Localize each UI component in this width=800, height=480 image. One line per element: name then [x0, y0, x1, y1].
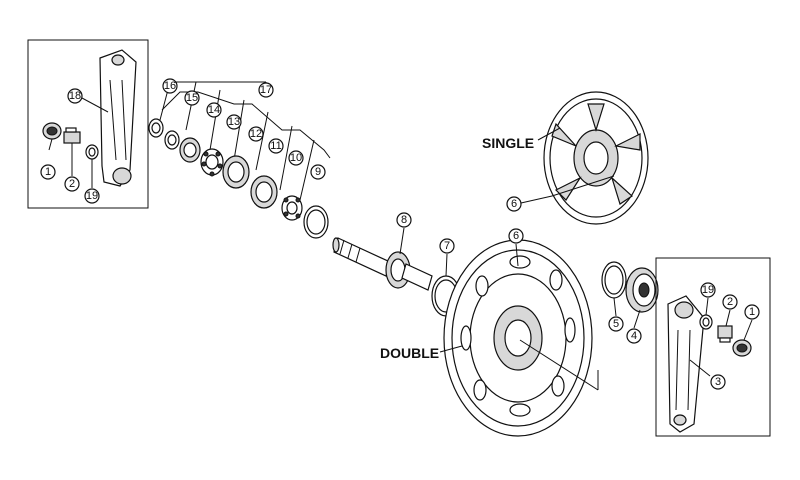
left-crank-bolt	[63, 127, 81, 144]
callout-right-1-text: 1	[749, 306, 755, 318]
callout-5	[608, 316, 624, 332]
callout-8-text: 8	[401, 214, 407, 226]
callout-8	[396, 212, 412, 228]
callout-7-text: 7	[444, 240, 450, 252]
callout-6-single	[506, 196, 522, 212]
part-5-ring	[601, 261, 627, 299]
callout-left-18	[67, 88, 83, 104]
part-14-adjustable-cup	[179, 137, 201, 163]
callout-16-text: 16	[164, 80, 176, 92]
callout-10	[288, 150, 304, 166]
part-13-bearing	[200, 148, 224, 177]
part-11-cup	[250, 175, 278, 209]
callout-left-19	[84, 188, 100, 204]
part-6-single-chainring	[543, 91, 649, 225]
callout-6-double-text: 6	[513, 230, 519, 242]
right-washer	[699, 314, 713, 330]
callout-12-text: 12	[250, 128, 262, 140]
callout-right-2-text: 2	[727, 296, 733, 308]
part-10-bearing	[281, 195, 303, 221]
callout-14-text: 14	[208, 104, 220, 116]
callout-12	[248, 126, 264, 142]
right-crank-bolt	[717, 325, 733, 343]
left-washer	[85, 144, 99, 160]
right-crank-arm	[667, 295, 705, 433]
callout-right-19-text: 19	[702, 284, 714, 296]
part-4-cup	[625, 267, 659, 313]
callout-13	[226, 114, 242, 130]
callout-16	[162, 78, 178, 94]
callout-7	[439, 238, 455, 254]
callout-11	[268, 138, 284, 154]
callout-3-text: 3	[715, 376, 721, 388]
callout-left-1	[40, 164, 56, 180]
callout-17-text: 17	[260, 84, 272, 96]
left-dust-cap	[42, 122, 62, 140]
callout-4	[626, 328, 642, 344]
part-12-cup	[222, 155, 250, 189]
callout-left-19-text: 19	[86, 190, 98, 202]
callout-4-text: 4	[631, 330, 637, 342]
callout-right-2	[722, 294, 738, 310]
part-8-spindle	[332, 237, 433, 291]
left-crank-arm	[99, 49, 137, 187]
part-6-double-chainring	[443, 239, 593, 437]
callout-6-single-text: 6	[511, 198, 517, 210]
callout-left-18-text: 18	[69, 90, 81, 102]
double-label: DOUBLE	[380, 345, 439, 361]
part-9-ring	[303, 205, 329, 239]
callout-11-text: 11	[270, 140, 281, 152]
callout-17	[258, 82, 274, 98]
right-dust-cap	[732, 339, 752, 357]
callout-10-text: 10	[290, 152, 302, 164]
part-16-lock-ring	[148, 118, 164, 138]
callout-left-2-text: 2	[69, 178, 75, 190]
callout-15	[184, 90, 200, 106]
left-crank-box	[27, 39, 149, 209]
callout-9	[310, 164, 326, 180]
callout-left-2	[64, 176, 80, 192]
callout-14	[206, 102, 222, 118]
callout-5-text: 5	[613, 318, 619, 330]
callout-left-1-text: 1	[45, 166, 51, 178]
callout-right-1	[744, 304, 760, 320]
callout-3	[710, 374, 726, 390]
single-label: SINGLE	[482, 135, 534, 151]
callout-right-19	[700, 282, 716, 298]
part-15-washer	[164, 130, 180, 150]
callout-6-double	[508, 228, 524, 244]
callout-15-text: 15	[186, 92, 198, 104]
callout-9-text: 9	[315, 166, 321, 178]
callout-13-text: 13	[228, 116, 240, 128]
right-crank-box	[655, 257, 771, 437]
